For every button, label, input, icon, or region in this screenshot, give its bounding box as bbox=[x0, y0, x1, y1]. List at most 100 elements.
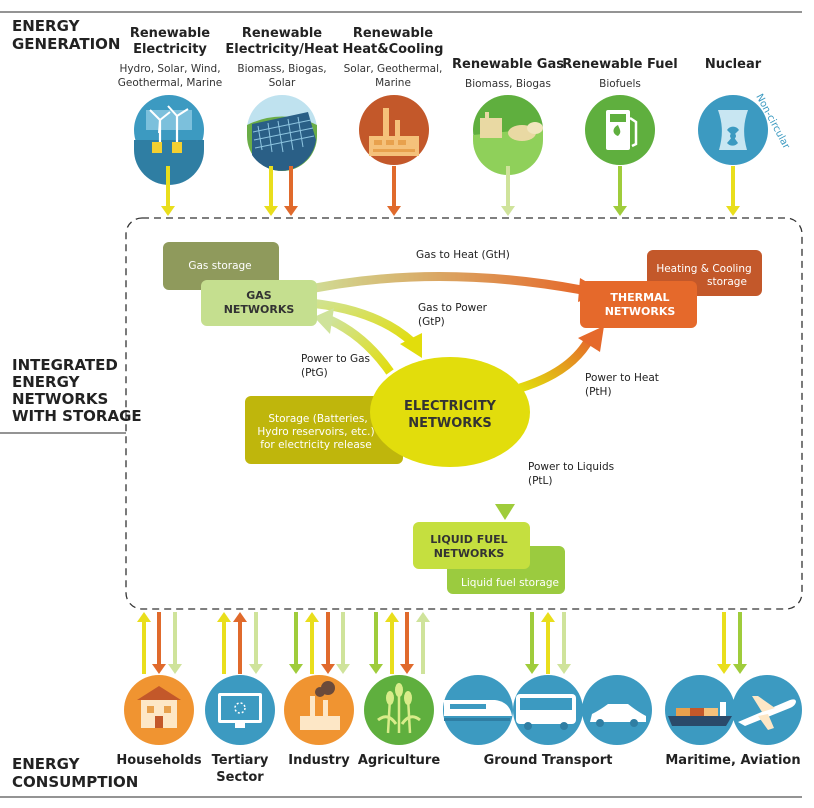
consumption-flow-arrow bbox=[733, 612, 747, 674]
liquid-networks-label2: NETWORKS bbox=[434, 547, 505, 560]
section-integrated-line4: WITH STORAGE bbox=[12, 407, 142, 425]
section-label-generation: ENERGY GENERATION bbox=[12, 17, 120, 53]
elec-storage-label3: for electricity release bbox=[260, 439, 371, 451]
consumption-households-label: Households bbox=[116, 753, 202, 768]
consumption-flow-arrow bbox=[137, 612, 151, 674]
label-gas-to-power1: Gas to Power bbox=[418, 302, 488, 314]
consumption-flow-arrow bbox=[525, 612, 539, 674]
gen-renewable-electricity-title2: Electricity bbox=[133, 42, 207, 57]
train-icon bbox=[443, 675, 513, 745]
consumption-maritime-aviation-label: Maritime, Aviation bbox=[665, 753, 800, 768]
elec-storage-label1: Storage (Batteries, bbox=[268, 413, 367, 425]
consumption-flow-arrow bbox=[321, 612, 335, 674]
generation-arrows bbox=[161, 166, 740, 216]
section-consumption-line2: CONSUMPTION bbox=[12, 773, 138, 791]
consumption-flow-arrow bbox=[400, 612, 414, 674]
section-integrated-line3: NETWORKS bbox=[12, 390, 108, 408]
label-power-to-gas1: Power to Gas bbox=[301, 353, 370, 365]
consumption-flow-arrow bbox=[416, 612, 430, 674]
consumption-flow-arrow bbox=[217, 612, 231, 674]
consumption-flow-arrow bbox=[305, 612, 319, 674]
consumption-arrows bbox=[137, 612, 747, 674]
section-consumption-line1: ENERGY bbox=[12, 755, 81, 773]
consumption-flow-arrow bbox=[289, 612, 303, 674]
airplane-icon bbox=[732, 675, 802, 745]
consumption-flow-arrow bbox=[369, 612, 383, 674]
label-gas-to-heat: Gas to Heat (GtH) bbox=[416, 249, 510, 261]
gen-renewable-elec-heat-sub1: Biomass, Biogas, bbox=[237, 63, 326, 75]
section-generation-line2: GENERATION bbox=[12, 35, 120, 53]
consumption-tertiary-label1: Tertiary bbox=[212, 753, 269, 768]
gas-networks-box: GAS NETWORKS bbox=[201, 280, 317, 326]
consumption-flow-arrow bbox=[152, 612, 166, 674]
consumption-agriculture-label: Agriculture bbox=[358, 753, 441, 768]
gen-renewable-heat-cooling-title1: Renewable bbox=[353, 26, 433, 41]
elec-storage-label2: Hydro reservoirs, etc.) bbox=[257, 426, 374, 438]
consumption-tertiary-label2: Sector bbox=[216, 770, 264, 785]
liquid-networks-label1: LIQUID FUEL bbox=[430, 533, 507, 546]
biogas-plant-icon bbox=[473, 95, 543, 175]
label-power-to-heat2: (PtH) bbox=[585, 386, 612, 398]
consumption-flow-arrow bbox=[249, 612, 263, 674]
consumption-labels: Households Tertiary Sector Industry Agri… bbox=[116, 753, 800, 785]
heating-cooling-storage-box: Heating & Cooling storage bbox=[647, 250, 762, 296]
heating-storage-label1: Heating & Cooling bbox=[656, 263, 751, 275]
liquid-fuel-networks-box: LIQUID FUEL NETWORKS bbox=[413, 522, 530, 569]
gen-renewable-electricity-title1: Renewable bbox=[130, 26, 210, 41]
car-icon bbox=[582, 675, 652, 745]
section-label-consumption: ENERGY CONSUMPTION bbox=[12, 755, 138, 791]
generation-titles: Renewable Electricity Hydro, Solar, Wind… bbox=[118, 26, 762, 90]
gen-nuclear-title: Nuclear bbox=[705, 57, 762, 72]
integrated-networks-frame bbox=[125, 217, 803, 610]
gas-networks-label2: NETWORKS bbox=[224, 303, 295, 316]
thermal-networks-label2: NETWORKS bbox=[605, 305, 676, 318]
gen-renewable-elec-heat-title1: Renewable bbox=[242, 26, 322, 41]
gen-renewable-fuel-title: Renewable Fuel bbox=[562, 57, 678, 72]
gen-renewable-heat-cooling-sub1: Solar, Geothermal, bbox=[344, 63, 443, 75]
label-power-to-liquids1: Power to Liquids bbox=[528, 461, 614, 473]
liquid-storage-label: Liquid fuel storage bbox=[461, 577, 559, 589]
computer-monitor-icon bbox=[205, 675, 275, 745]
gen-renewable-gas-sub: Biomass, Biogas bbox=[465, 78, 551, 90]
consumption-flow-arrow bbox=[168, 612, 182, 674]
section-generation-line1: ENERGY bbox=[12, 17, 81, 35]
consumption-flow-arrow bbox=[541, 612, 555, 674]
wind-turbine-icon bbox=[134, 95, 204, 185]
gen-renewable-electricity-sub2: Geothermal, Marine bbox=[118, 77, 222, 89]
electricity-networks-label1: ELECTRICITY bbox=[404, 399, 497, 414]
consumption-industry-label: Industry bbox=[288, 753, 350, 768]
consumption-flow-arrow bbox=[717, 612, 731, 674]
label-power-to-heat1: Power to Heat bbox=[585, 372, 659, 384]
section-integrated-line2: ENERGY bbox=[12, 373, 81, 391]
consumption-flow-arrow bbox=[385, 612, 399, 674]
gen-renewable-elec-heat-title2: Electricity/Heat bbox=[225, 42, 338, 57]
heating-storage-label2: storage bbox=[707, 276, 747, 288]
heat-plant-icon bbox=[359, 95, 429, 165]
label-power-to-gas2: (PtG) bbox=[301, 367, 328, 379]
solar-panel-field-icon bbox=[247, 95, 317, 171]
wheat-crops-icon bbox=[364, 675, 434, 745]
gen-renewable-fuel-sub: Biofuels bbox=[599, 78, 641, 90]
consumption-flow-arrow bbox=[557, 612, 571, 674]
conversion-labels: Gas to Heat (GtH) Gas to Power (GtP) Pow… bbox=[301, 249, 659, 487]
electricity-networks-node: ELECTRICITY NETWORKS bbox=[370, 357, 530, 467]
bus-icon bbox=[513, 675, 583, 745]
thermal-networks-box: THERMAL NETWORKS bbox=[580, 281, 697, 328]
thermal-networks-label1: THERMAL bbox=[610, 291, 669, 304]
gen-renewable-heat-cooling-sub2: Marine bbox=[375, 77, 411, 89]
section-label-integrated: INTEGRATED ENERGY NETWORKS WITH STORAGE bbox=[12, 356, 142, 425]
gas-storage-box: Gas storage bbox=[163, 242, 279, 290]
gen-renewable-gas-title: Renewable Gas bbox=[452, 57, 564, 72]
consumption-ground-transport-label: Ground Transport bbox=[484, 753, 613, 768]
factory-icon bbox=[284, 675, 354, 745]
gen-renewable-heat-cooling-title2: Heat&Cooling bbox=[343, 42, 444, 57]
gas-networks-label1: GAS bbox=[246, 289, 272, 302]
fuel-pump-icon bbox=[585, 95, 655, 165]
electricity-networks-label2: NETWORKS bbox=[408, 416, 491, 431]
section-integrated-line1: INTEGRATED bbox=[12, 356, 118, 374]
label-gas-to-power2: (GtP) bbox=[418, 316, 445, 328]
gas-storage-label: Gas storage bbox=[188, 260, 251, 272]
gen-renewable-electricity-sub1: Hydro, Solar, Wind, bbox=[119, 63, 220, 75]
electricity-storage-box: Storage (Batteries, Hydro reservoirs, et… bbox=[245, 396, 403, 464]
